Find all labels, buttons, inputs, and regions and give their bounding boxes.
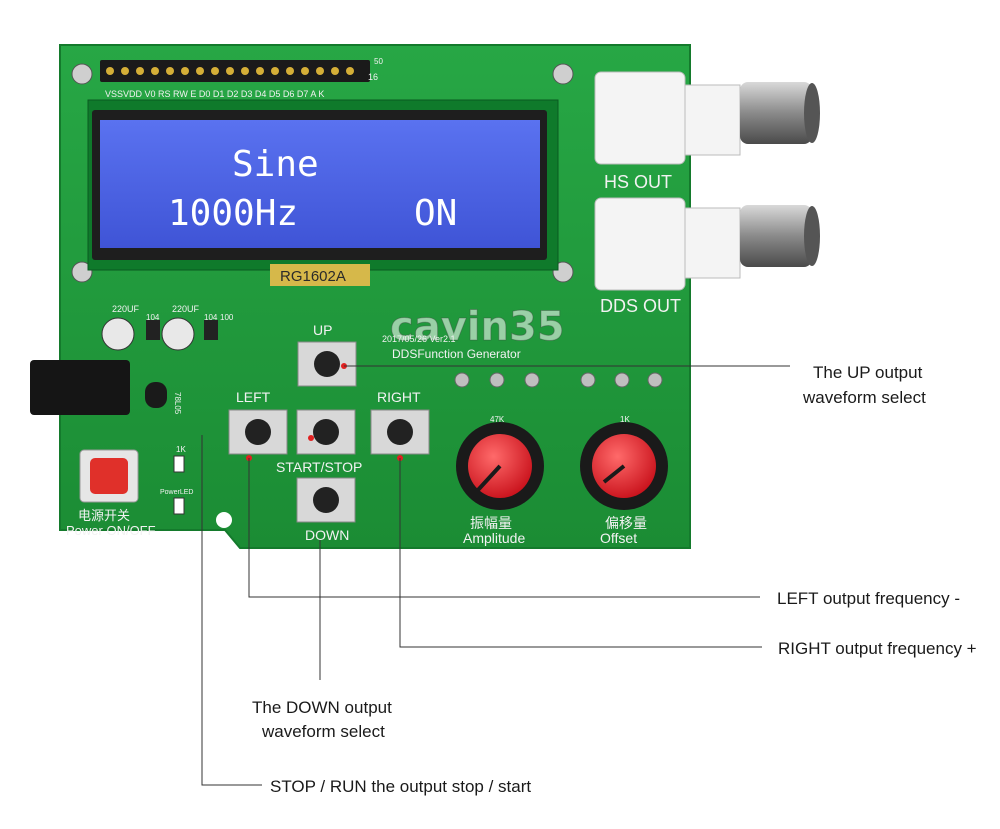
up-label: UP (313, 322, 332, 338)
date-version-label: 2017/05/26 Ver2.1 (382, 334, 456, 344)
down-label: DOWN (305, 527, 349, 543)
callout-lines (201, 365, 790, 786)
pot1-value-label: 47K (490, 415, 505, 424)
callout-left: LEFT output frequency - (777, 589, 960, 608)
pin-header (100, 60, 370, 82)
test-points (454, 372, 663, 388)
offset-knob[interactable] (580, 422, 668, 510)
header-pin (286, 67, 294, 75)
pin-16-label: 16 (368, 72, 378, 82)
header-pin (346, 67, 354, 75)
header-pin (271, 67, 279, 75)
power-led (173, 497, 185, 515)
r100-label: 100 (220, 313, 234, 322)
pin-50-label: 50 (374, 57, 383, 66)
offset-cn-label: 偏移量 (605, 515, 647, 531)
regulator (145, 382, 167, 408)
header-pin (181, 67, 189, 75)
hs-out-connector (594, 71, 820, 165)
lcd-line1: Sine (232, 144, 319, 185)
header-pin (241, 67, 249, 75)
header-pin (121, 67, 129, 75)
left-button[interactable] (228, 409, 288, 455)
header-pin (106, 67, 114, 75)
reg-label: 78L05 (173, 392, 182, 415)
start-stop-label: START/STOP (276, 459, 362, 475)
start-stop-button[interactable] (296, 409, 356, 455)
header-pin (196, 67, 204, 75)
callout-down-line2: waveform select (261, 722, 385, 741)
power-switch-cap[interactable] (90, 458, 128, 494)
callout-stop: STOP / RUN the output stop / start (270, 777, 531, 796)
cap1-label: 220UF (112, 304, 140, 314)
header-pin (166, 67, 174, 75)
board-title: DDSFunction Generator (392, 347, 521, 361)
right-label: RIGHT (377, 389, 421, 405)
power-cn-label: 电源开关 (78, 508, 130, 523)
c104b-label: 104 (204, 313, 218, 322)
amplitude-en-label: Amplitude (463, 530, 525, 546)
hs-out-label: HS OUT (604, 172, 672, 192)
header-pin (331, 67, 339, 75)
dds-out-label: DDS OUT (600, 296, 681, 316)
cap2-label: 220UF (172, 304, 200, 314)
header-pin (226, 67, 234, 75)
lcd-screen (100, 120, 540, 248)
callout-down-line1: The DOWN output (252, 698, 392, 717)
power-led-label: PowerLED (160, 489, 193, 496)
header-pin (316, 67, 324, 75)
header-pin (301, 67, 309, 75)
up-button[interactable] (297, 341, 357, 387)
header-pin (151, 67, 159, 75)
right-button[interactable] (370, 409, 430, 455)
capacitors (101, 317, 218, 351)
amplitude-cn-label: 振幅量 (470, 515, 512, 531)
lcd-model-label: RG1602A (280, 268, 346, 285)
pin-labels: VSSVDD V0 RS RW E D0 D1 D2 D3 D4 D5 D6 D… (105, 89, 324, 99)
left-label: LEFT (236, 389, 271, 405)
lcd-freq: 1000Hz (168, 193, 298, 234)
resistor-1k (173, 455, 185, 473)
dds-out-connector (594, 197, 820, 291)
callout-up-line2: waveform select (802, 388, 926, 407)
lcd-state: ON (414, 193, 457, 234)
offset-en-label: Offset (600, 530, 637, 546)
header-pin (136, 67, 144, 75)
callout-right: RIGHT output frequency + (778, 639, 977, 658)
header-pin (256, 67, 264, 75)
amplitude-knob[interactable] (456, 422, 544, 510)
lcd-model-plate (270, 264, 370, 286)
down-button[interactable] (296, 477, 356, 523)
c104a-label: 104 (146, 313, 160, 322)
pot2-value-label: 1K (620, 415, 630, 424)
mounting-hole (216, 512, 232, 528)
dc-jack (30, 360, 130, 415)
watermark: cavin35 (390, 304, 565, 350)
r1k-label: 1K (176, 445, 186, 454)
header-pin (211, 67, 219, 75)
power-en-label: Power ON/OFF (66, 523, 156, 538)
callout-up-line1: The UP output (813, 363, 923, 382)
